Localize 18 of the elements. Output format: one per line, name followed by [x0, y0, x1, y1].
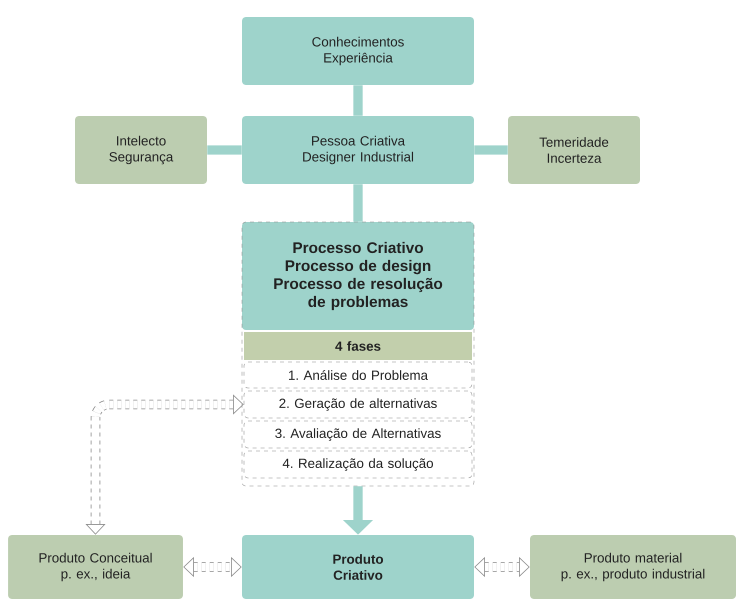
connector-bar [474, 145, 508, 155]
attribute-box: Produto material p. ex., produto industrial [530, 535, 736, 599]
phase-box: 4. Realização da solução [244, 450, 472, 478]
attribute-box: Intelecto Segurança [75, 116, 207, 184]
phase-box: 1. Análise do Problema [244, 362, 472, 388]
attribute-box: Temeridade Incerteza [508, 116, 640, 184]
connector-bar [353, 85, 363, 116]
process-box: Conhecimentos Experiência [242, 17, 474, 85]
phase-box: 3. Avaliação de Alternativas [244, 420, 472, 448]
attribute-box: Produto Conceitual p. ex., ideia [8, 535, 183, 599]
phase-header-band: 4 fases [244, 332, 472, 360]
hollow-arrow [183, 556, 242, 578]
connector-bar [207, 145, 242, 155]
process-box: Produto Criativo [242, 535, 474, 599]
process-box: Pessoa Criativa Designer Industrial [242, 116, 474, 184]
connector-bar [353, 184, 363, 222]
hollow-arrow [474, 556, 530, 578]
phase-box: 2. Geração de alternativas [244, 390, 472, 418]
